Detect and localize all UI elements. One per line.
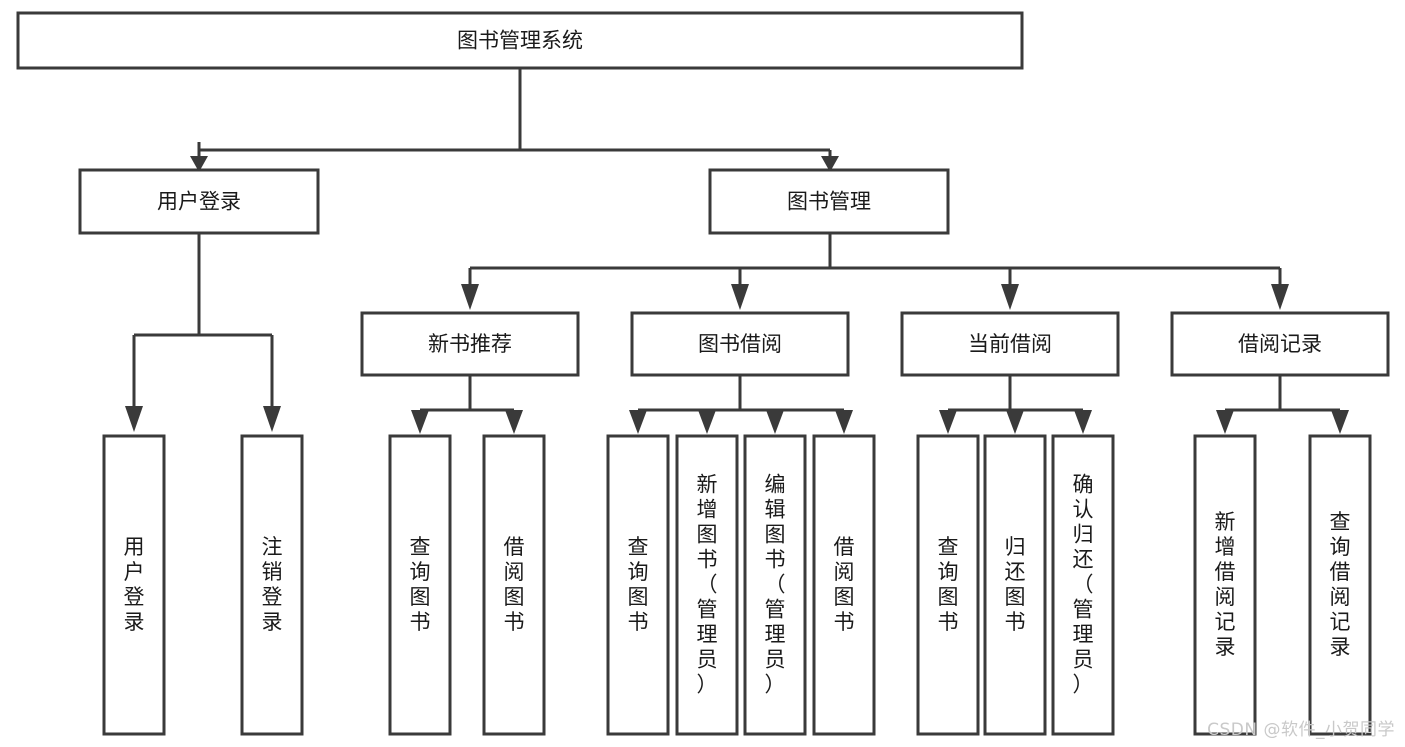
node-box-borrow-record[interactable] [1170,311,1390,377]
watermark-credit: CSDN @软件_小贺同学 [1207,720,1395,740]
node-box-leaf-edit-book-admin[interactable] [743,434,807,736]
arrow-to-current-borrow [1001,284,1019,310]
node-box-leaf-query-book-rec[interactable] [388,434,452,736]
node-label-user-login: 用户登录 [157,190,241,214]
arrow-to-new-book-recommend [461,284,479,310]
node-box-book-borrow[interactable] [630,311,850,377]
connector-layer [125,68,1349,434]
node-box-leaf-query-borrow-record[interactable] [1308,434,1372,736]
node-box-leaf-borrow-book[interactable] [812,434,876,736]
arrow-to-leaf-query-book-borrow [629,410,647,434]
node-label-leaf-add-book-admin: 新增图书（管理员） [697,473,718,697]
node-label-leaf-query-book-cur: 查询图书 [938,535,959,634]
node-label-book-borrow: 图书借阅 [698,332,782,356]
arrow-to-leaf-query-book-cur [939,410,957,434]
arrow-to-user-login [190,156,208,172]
node-label-leaf-query-book-rec: 查询图书 [410,535,431,634]
node-box-leaf-add-borrow-record[interactable] [1193,434,1257,736]
node-box-user-login[interactable] [78,168,320,235]
node-box-leaf-return-book[interactable] [983,434,1047,736]
node-label-current-borrow: 当前借阅 [968,332,1052,356]
node-box-leaf-query-book-cur[interactable] [916,434,980,736]
node-label-leaf-confirm-return-admin: 确认归还（管理员） [1073,473,1094,697]
node-label-leaf-borrow-book: 借阅图书 [834,535,855,634]
arrow-to-leaf-query-borrow-record [1331,410,1349,434]
node-label-leaf-add-borrow-record: 新增借阅记录 [1215,510,1236,659]
node-box-leaf-confirm-return-admin[interactable] [1051,434,1115,736]
node-box-new-book-recommend[interactable] [360,311,580,377]
node-label-leaf-user-logout: 注销登录 [262,535,283,634]
arrow-to-book-manage [821,156,839,172]
node-label-leaf-borrow-book-rec: 借阅图书 [504,535,525,634]
arrow-to-borrow-record [1271,284,1289,310]
node-label-root: 图书管理系统 [457,29,583,53]
arrow-to-leaf-add-book-admin [698,410,716,434]
arrow-to-leaf-borrow-book-rec [505,410,523,434]
node-label-leaf-return-book: 归还图书 [1005,535,1026,634]
arrow-to-leaf-return-book [1006,410,1024,434]
node-label-new-book-recommend: 新书推荐 [428,332,512,356]
node-box-leaf-add-book-admin[interactable] [675,434,739,736]
node-box-leaf-query-book-borrow[interactable] [606,434,670,736]
arrow-to-leaf-query-book-rec [411,410,429,434]
node-label-borrow-record: 借阅记录 [1238,332,1322,356]
node-box-leaf-user-login[interactable] [102,434,166,736]
node-box-leaf-borrow-book-rec[interactable] [482,434,546,736]
node-labels-layer: 图书管理系统用户登录图书管理新书推荐图书借阅当前借阅借阅记录用户登录注销登录查询… [124,29,1351,697]
node-label-leaf-query-book-borrow: 查询图书 [628,535,649,634]
node-label-leaf-edit-book-admin: 编辑图书（管理员） [765,473,786,697]
node-box-root[interactable] [16,11,1024,70]
arrow-to-book-borrow [731,284,749,310]
node-label-leaf-query-borrow-record: 查询借阅记录 [1330,510,1351,659]
arrow-to-leaf-add-borrow-record [1216,410,1234,434]
node-label-leaf-user-login: 用户登录 [124,535,145,634]
arrow-to-leaf-edit-book-admin [766,410,784,434]
node-label-book-manage: 图书管理 [787,190,871,214]
node-box-current-borrow[interactable] [900,311,1120,377]
arrow-to-leaf-user-login [125,406,143,432]
arrow-to-leaf-borrow-book [835,410,853,434]
node-boxes-layer [16,11,1390,736]
node-box-leaf-user-logout[interactable] [240,434,304,736]
arrow-to-leaf-user-logout [263,406,281,432]
arrow-to-leaf-confirm-return-admin [1074,410,1092,434]
node-box-book-manage[interactable] [708,168,950,235]
